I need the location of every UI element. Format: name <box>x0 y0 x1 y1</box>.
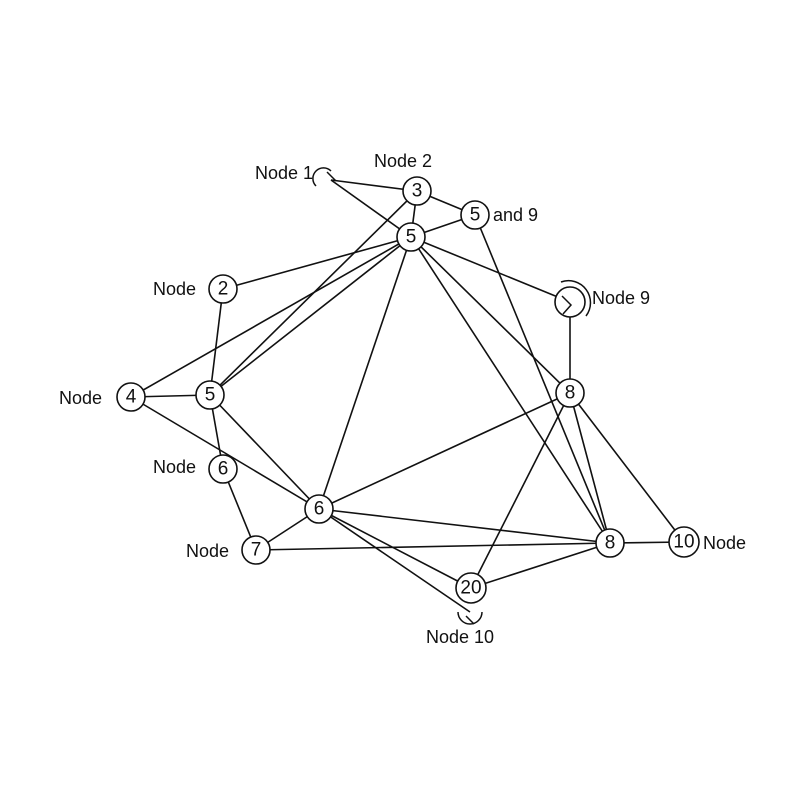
edge-n6-n20 <box>318 508 472 589</box>
label-node-10-bottom: Node 10 <box>426 627 494 647</box>
node-value: 7 <box>251 540 262 561</box>
label-node-1: Node 1 <box>255 163 313 183</box>
label-node-4: Node <box>59 388 102 408</box>
edge-n4-n6 <box>130 396 320 510</box>
graph-node-20[interactable]: 20 <box>455 572 487 604</box>
node-value: 6 <box>314 499 325 520</box>
node-value: 8 <box>605 533 616 554</box>
graph-node-7[interactable]: 7 <box>241 535 271 565</box>
label-node-9: Node 9 <box>592 288 650 308</box>
edge-n6-c10 <box>318 508 471 613</box>
node-value: 8 <box>565 383 576 404</box>
label-node-2-top: Node 2 <box>374 151 432 171</box>
edge-n8a-n20 <box>470 392 571 589</box>
edge-n6-n8a <box>318 392 571 510</box>
edge-n8a-n8b <box>569 392 611 544</box>
graph-node-5-left[interactable]: 5 <box>195 380 225 410</box>
label-node-10-right: Node <box>703 533 746 553</box>
node-value: 5 <box>205 385 216 406</box>
edge-n2-n5b <box>209 288 224 396</box>
edge-n5top-n8a <box>410 236 571 394</box>
node-value: 3 <box>412 181 423 202</box>
edge-n5top-n5b <box>209 236 412 396</box>
graph-node-6-center[interactable]: 6 <box>304 494 334 524</box>
graph-node-5-top[interactable]: 5 <box>396 222 426 252</box>
node-layer: 3 5 5 2 4 5 6 6 <box>116 176 700 604</box>
node-value: 10 <box>673 532 694 553</box>
graph-node-10[interactable]: 10 <box>668 526 700 558</box>
node-value: 6 <box>218 459 229 480</box>
graph-node-4[interactable]: 4 <box>116 382 146 412</box>
edge-n5top-c9 <box>410 236 571 303</box>
node-9-marker <box>554 279 592 318</box>
node-value: 5 <box>470 205 481 226</box>
edge-n5top-n4 <box>130 236 412 398</box>
edge-n6-n8b <box>318 508 611 544</box>
edge-n5top-n6 <box>318 236 412 510</box>
graph-node-8-upper[interactable]: 8 <box>555 378 585 408</box>
node-10-marker <box>457 611 483 625</box>
edge-n8b-n20 <box>470 542 611 589</box>
graph-node-8-lower[interactable]: 8 <box>595 528 625 558</box>
edge-n7-n8b <box>255 542 611 551</box>
node-value: 5 <box>406 227 417 248</box>
graph-node-6-left[interactable]: 6 <box>208 454 238 484</box>
edge-n5top-n8b <box>410 236 611 544</box>
edge-n5b-n6 <box>209 394 320 510</box>
edge-n5a-n8b <box>474 214 611 544</box>
label-layer: Node 1 Node 2 and 9 Node Node 9 Node Nod… <box>59 151 746 647</box>
edge-n5top-n2 <box>222 236 412 290</box>
node-value: 20 <box>460 578 481 599</box>
edge-c1-n5top <box>330 179 412 238</box>
label-and-9: and 9 <box>493 205 538 225</box>
node-1-marker <box>312 167 337 187</box>
graph-node-2[interactable]: 2 <box>208 274 238 304</box>
node-value: 2 <box>218 279 229 300</box>
label-node-7: Node <box>186 541 229 561</box>
label-node-2-left: Node <box>153 279 196 299</box>
graph-node-3[interactable]: 3 <box>402 176 432 206</box>
edge-n8a-n10 <box>569 392 685 543</box>
node-value: 4 <box>126 387 137 408</box>
label-node-6: Node <box>153 457 196 477</box>
graph-node-5-upper-right[interactable]: 5 <box>460 200 490 230</box>
